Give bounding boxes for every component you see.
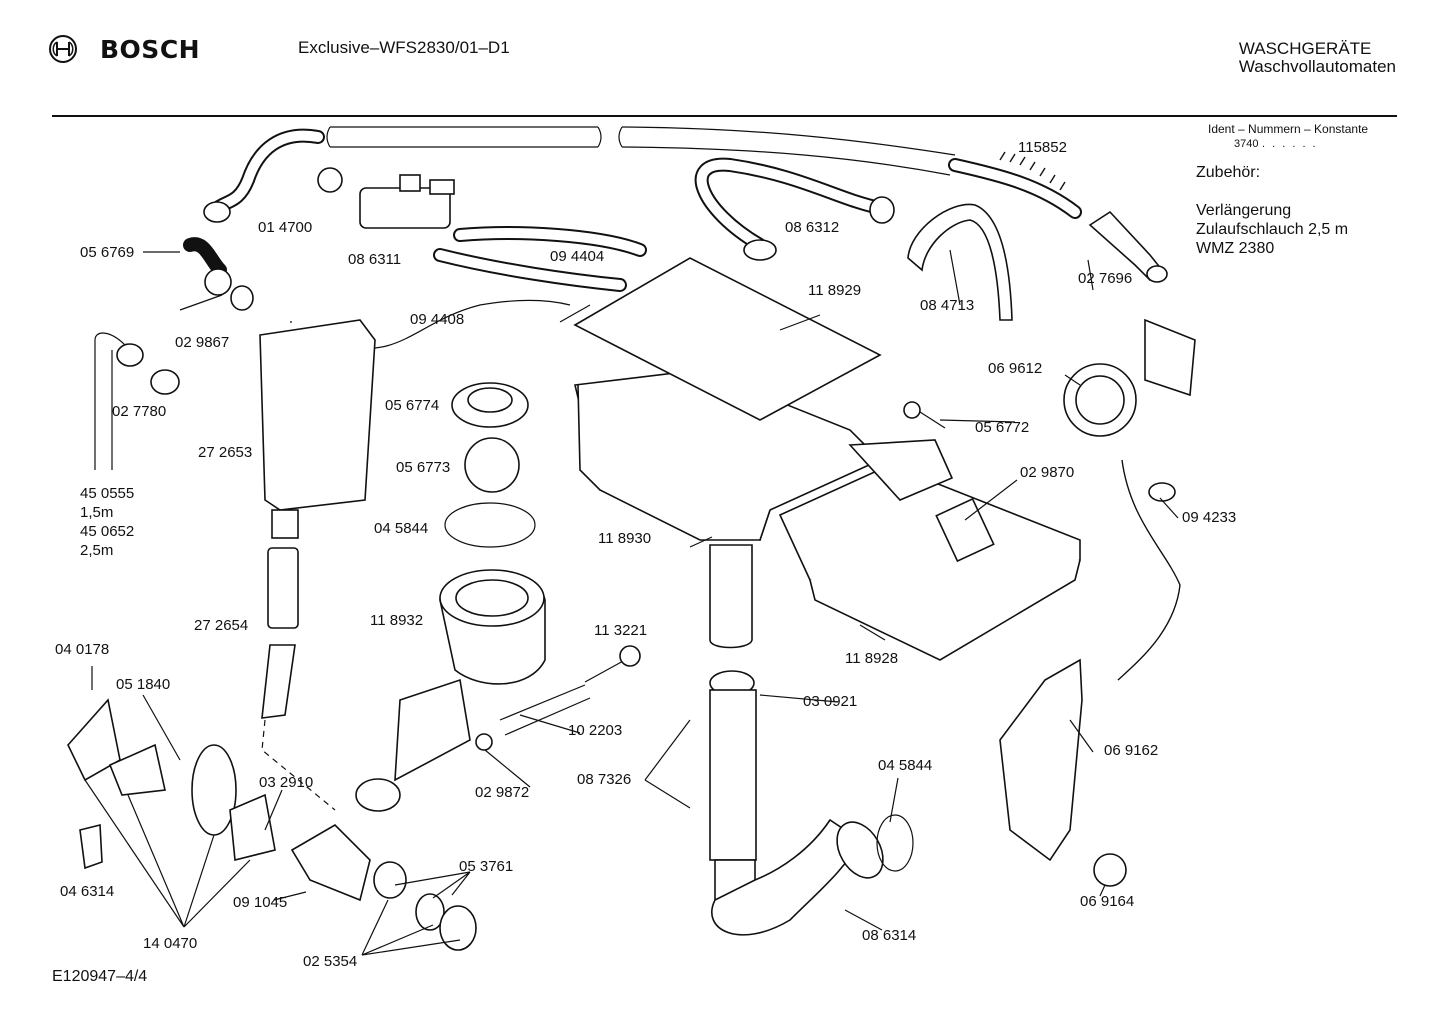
- drain-hose-top: [326, 126, 956, 176]
- accessory-line-1: Verlängerung: [1196, 202, 1292, 219]
- brand-block: BOSCH: [48, 34, 200, 64]
- category-line-2: Waschvollautomaten: [1238, 57, 1396, 76]
- part-label: 04 6314: [60, 883, 115, 900]
- elbow-05-6769: [183, 237, 227, 277]
- part-label: 02 7780: [112, 403, 167, 420]
- knob-06-9164: [1093, 853, 1127, 887]
- part-label: 09 1045: [233, 894, 288, 911]
- ident-value: 3740: [1234, 138, 1259, 150]
- part-label: 01 4700: [258, 219, 313, 236]
- impeller-cover: [191, 744, 237, 836]
- part-label: 11 8932: [370, 612, 424, 629]
- drawing-code: E120947–4/4: [52, 968, 148, 985]
- ident-heading: Ident – Nummern – Konstante: [1208, 122, 1369, 136]
- category-line-1: WASCHGERÄTE: [1238, 39, 1372, 58]
- part-label: 45 0652: [80, 523, 135, 540]
- part-label: 27 2654: [194, 617, 249, 634]
- part-label: 08 7326: [577, 771, 632, 788]
- inlet-valve: [317, 167, 455, 229]
- part-label: 05 3761: [459, 858, 514, 875]
- part-label: 05 6772: [975, 419, 1030, 436]
- header-rule: [52, 115, 1397, 117]
- hose-27-2654: [267, 547, 299, 629]
- part-label: 08 6314: [862, 927, 917, 944]
- part-label: 06 9162: [1104, 742, 1159, 759]
- part-label: 05 6773: [396, 459, 451, 476]
- part-label: 11 3221: [594, 622, 648, 639]
- part-label: 115852: [1018, 139, 1067, 156]
- part-label: 11 8929: [808, 282, 862, 299]
- part-label: 45 0555: [80, 485, 135, 502]
- part-label: 05 6774: [385, 397, 440, 414]
- part-label: 03 2910: [259, 774, 314, 791]
- part-label: 09 4404: [550, 248, 605, 265]
- part-label: 04 5844: [878, 757, 933, 774]
- hose-holder-08-4713: [907, 203, 1013, 321]
- hose-08-6314: [711, 818, 862, 936]
- part-label: 08 6312: [785, 219, 840, 236]
- part-label: 08 4713: [920, 297, 975, 314]
- part-label: 05 1840: [116, 676, 171, 693]
- part-label: 04 5844: [374, 520, 429, 537]
- hose-end-fitting: [1088, 210, 1168, 283]
- accessory-line-3: WMZ 2380: [1196, 240, 1275, 257]
- ball-05-6773: [464, 437, 520, 493]
- category-title: WASCHGERÄTE Waschvollautomaten: [1239, 40, 1396, 76]
- tank-27-2653: [259, 319, 376, 511]
- part-label: 03 0921: [803, 693, 858, 710]
- part-label: 04 0178: [55, 641, 110, 658]
- corrugated-hose-left: [203, 128, 325, 223]
- accessories-heading: Zubehör:: [1196, 164, 1261, 181]
- part-label: 06 9612: [988, 360, 1043, 377]
- part-label: 2,5m: [80, 542, 114, 559]
- model-title: Exclusive–WFS2830/01–D1: [298, 38, 510, 57]
- drawer-top-11-8929: [573, 257, 882, 421]
- part-label: 02 9867: [175, 334, 230, 351]
- part-label: 1,5m: [80, 504, 114, 521]
- bosch-armature-logo: [49, 35, 77, 63]
- bracket-06-9612: [1144, 318, 1196, 397]
- corrugated-hose-right: [948, 158, 1082, 219]
- part-label: 08 6311: [348, 251, 402, 268]
- part-label: 06 9164: [1080, 893, 1135, 910]
- pump-09-1045: [290, 823, 371, 902]
- part-label: 05 6769: [80, 244, 135, 261]
- brand-name: BOSCH: [100, 34, 201, 64]
- motor-05-1840: [108, 743, 166, 796]
- pipe-08-7326: [709, 689, 757, 861]
- part-label: 14 0470: [143, 935, 198, 952]
- bracket-06-9162: [999, 658, 1083, 862]
- part-label: 27 2653: [198, 444, 253, 461]
- part-label: 02 9872: [475, 784, 530, 801]
- accessory-line-2: Zulaufschlauch 2,5 m: [1196, 221, 1349, 238]
- part-label: 11 8930: [598, 530, 652, 547]
- part-label: 09 4233: [1182, 509, 1237, 526]
- clamp-04-5844: [444, 502, 536, 548]
- part-label: 10 2203: [568, 722, 623, 739]
- part-label: 02 9870: [1020, 464, 1075, 481]
- part-label: 02 5354: [303, 953, 358, 970]
- part-label: 02 7696: [1078, 270, 1133, 287]
- part-04-6314: [79, 823, 103, 870]
- part-label: 11 8928: [845, 650, 899, 667]
- part-label: 09 4408: [410, 311, 465, 328]
- ident-dots: . . . . . .: [1262, 138, 1318, 150]
